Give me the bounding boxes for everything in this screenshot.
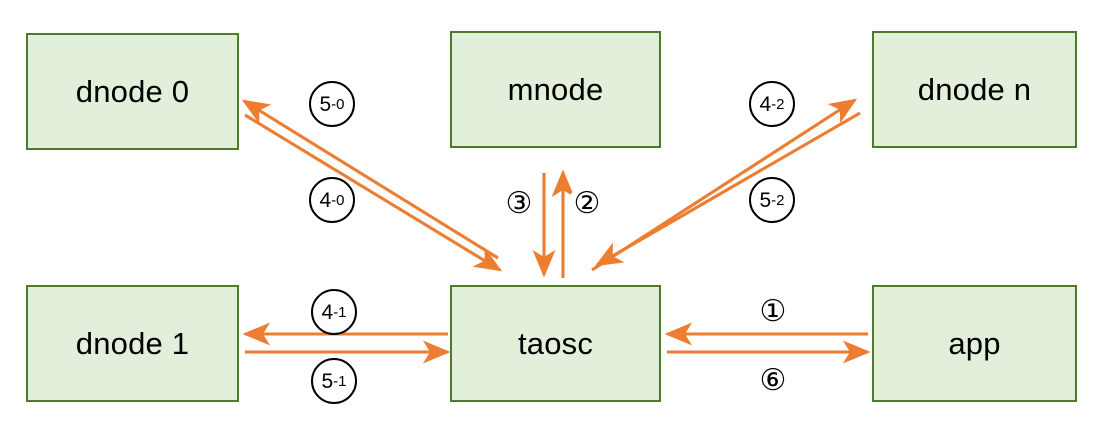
edge-label-5-0-main: 5 <box>319 92 332 116</box>
edge-label-6-main: ⑥ <box>759 363 787 398</box>
edge-arrow-5-2 <box>594 111 861 267</box>
node-mnode[interactable]: mnode <box>450 31 661 148</box>
edge-label-5-1: 5-1 <box>311 358 357 404</box>
node-label-dnoden: dnode n <box>917 72 1032 107</box>
edge-label-4-0: 4-0 <box>309 177 355 223</box>
edge-label-5-1-sub: -1 <box>333 372 347 390</box>
edge-arrow-4-0 <box>244 113 503 272</box>
edge-label-4-1-sub: -1 <box>333 303 347 321</box>
edge-label-1: ① <box>754 293 792 331</box>
edge-label-4-1: 4-1 <box>311 289 357 335</box>
edge-label-5-2: 5-2 <box>749 177 795 223</box>
edge-label-5-2-main: 5 <box>759 188 772 212</box>
node-taosc[interactable]: taosc <box>450 285 661 402</box>
edge-label-4-0-sub: -0 <box>331 191 345 209</box>
edge-label-4-0-main: 4 <box>319 188 332 212</box>
node-app[interactable]: app <box>872 285 1077 402</box>
edge-label-1-main: ① <box>759 294 787 329</box>
edge-label-5-1-main: 5 <box>321 369 334 393</box>
node-dnode0[interactable]: dnode 0 <box>26 33 239 150</box>
node-label-dnode1: dnode 1 <box>75 326 190 361</box>
edge-label-2-main: ② <box>573 186 601 221</box>
node-label-app: app <box>948 326 1001 361</box>
edge-label-4-2-sub: -2 <box>771 95 785 113</box>
edge-label-5-2-sub: -2 <box>771 191 785 209</box>
edge-label-5-0: 5-0 <box>309 81 355 127</box>
node-label-taosc: taosc <box>517 326 594 361</box>
edge-label-4-1-main: 4 <box>321 300 334 324</box>
node-dnoden[interactable]: dnode n <box>872 31 1077 148</box>
node-label-dnode0: dnode 0 <box>75 74 190 109</box>
edge-label-4-2-main: 4 <box>759 92 772 116</box>
node-label-mnode: mnode <box>507 72 604 107</box>
edge-arrow-5-0 <box>241 99 499 260</box>
edge-label-2: ② <box>568 185 606 223</box>
edge-label-6: ⑥ <box>754 362 792 400</box>
edge-label-4-2: 4-2 <box>749 81 795 127</box>
edge-label-3-main: ③ <box>505 186 533 221</box>
node-dnode1[interactable]: dnode 1 <box>26 285 239 402</box>
edge-label-5-0-sub: -0 <box>331 95 345 113</box>
edge-label-3: ③ <box>500 185 538 223</box>
